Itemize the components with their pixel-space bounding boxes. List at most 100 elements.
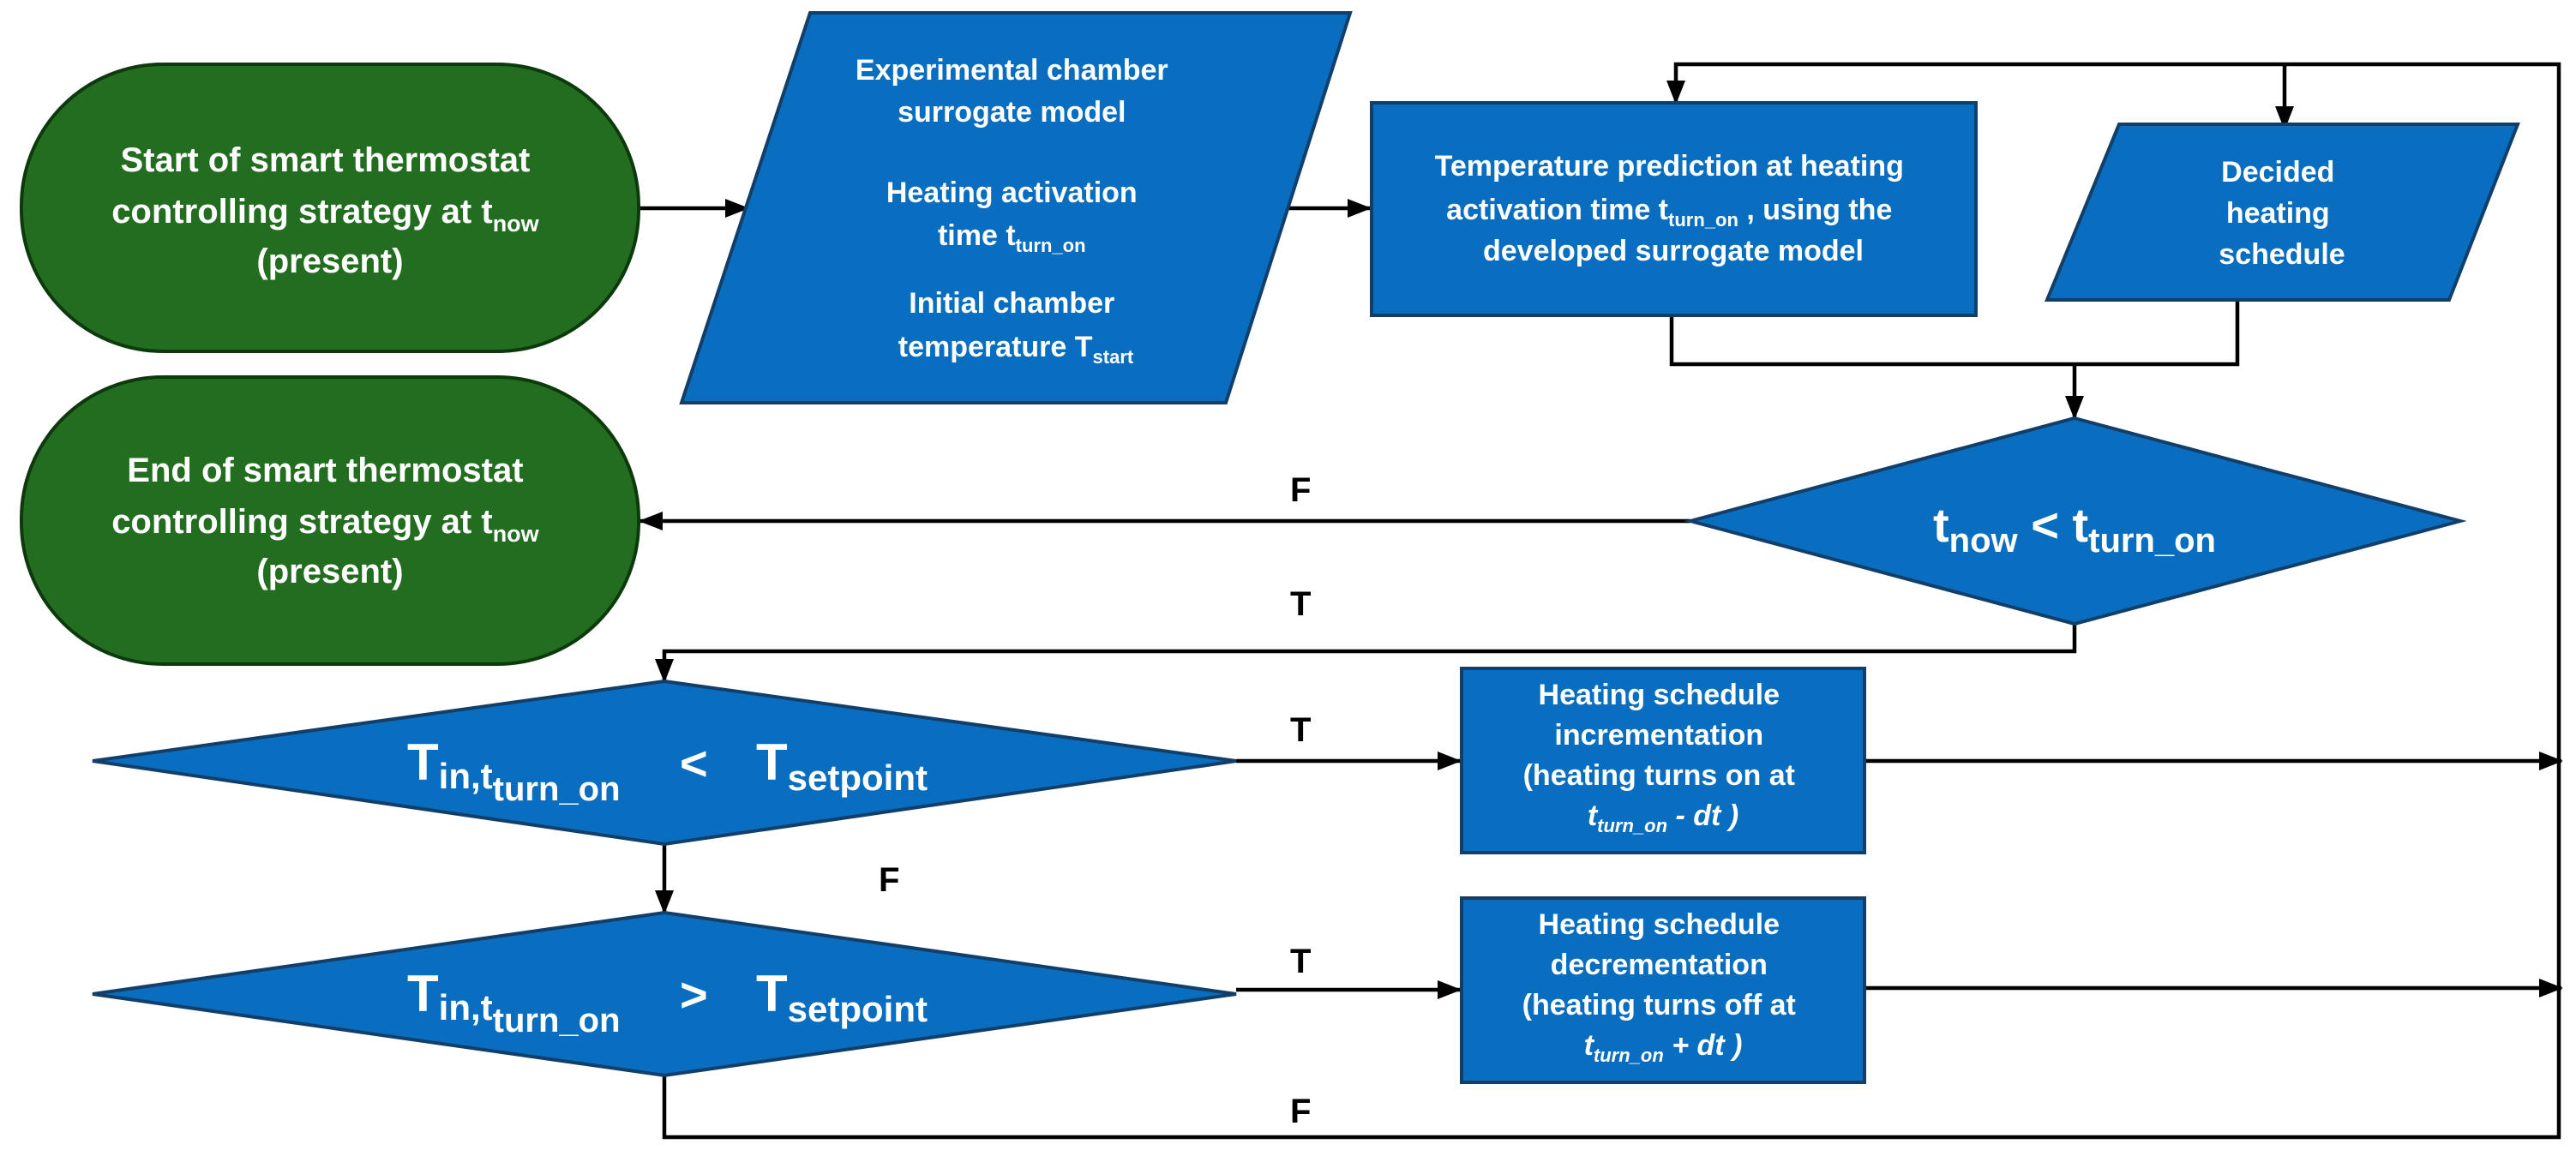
start-terminal: Start of smart thermostat controlling st… — [20, 63, 640, 353]
label-time-false: F — [1290, 471, 1311, 509]
end-line2: controlling strategy at t — [111, 503, 493, 541]
increment-line4-rest: - dt ) — [1667, 800, 1738, 832]
schedule-line3: schedule — [2219, 238, 2345, 271]
greater-left-subsub: turn_on — [493, 1002, 621, 1039]
label-less-false: F — [879, 861, 899, 899]
greater-operator: > — [680, 967, 708, 1021]
edge-greater-false — [662, 988, 2561, 1140]
end-line2-sub: now — [493, 521, 540, 547]
start-line1: Start of smart thermostat — [121, 141, 531, 179]
edge-labels: F T T F T F — [879, 471, 1311, 1130]
end-terminal: End of smart thermostat controlling stra… — [20, 375, 640, 666]
inputs-parallelogram: Experimental chamber surrogate model Hea… — [679, 11, 1353, 404]
increment-line1: Heating schedule — [1539, 679, 1780, 711]
schedule-parallelogram: Decided heating schedule — [2045, 123, 2520, 302]
inputs-initial-line2: temperature T — [898, 331, 1093, 363]
label-greater-true: T — [1290, 943, 1311, 980]
prediction-line2-sub: turn_on — [1668, 209, 1738, 231]
decrement-line3: (heating turns off at — [1522, 989, 1796, 1021]
svg-text:Tsetpoint: Tsetpoint — [756, 734, 928, 798]
start-line3: (present) — [256, 243, 403, 280]
decrement-line4-sub: turn_on — [1594, 1045, 1664, 1066]
less-left-sub: in,t — [439, 756, 493, 796]
greater-left: T — [407, 965, 439, 1022]
svg-text:Tin,tturn_on: Tin,tturn_on — [407, 965, 621, 1039]
time-right-sub: turn_on — [2088, 522, 2216, 560]
less-operator: < — [680, 736, 708, 790]
increment-line2: incrementation — [1554, 719, 1763, 752]
prediction-line1: Temperature prediction at heating — [1435, 150, 1904, 183]
schedule-shape — [2045, 123, 2520, 302]
less-decision-shape — [92, 679, 1237, 847]
inputs-initial-line2-sub: start — [1093, 346, 1134, 368]
less-left: T — [407, 734, 439, 791]
decrement-line4-rest: + dt ) — [1664, 1029, 1743, 1062]
svg-text:>: > — [680, 967, 708, 1021]
svg-text:Heating schedule decreme: Heating schedule decrementation (heating… — [1522, 908, 1804, 1066]
time-operator: < — [2018, 498, 2073, 552]
inputs-initial-line1: Initial chamber — [909, 287, 1114, 320]
decrement-line1: Heating schedule — [1539, 908, 1780, 941]
schedule-line1: Decided — [2221, 156, 2334, 189]
time-right: t — [2072, 498, 2088, 552]
connectors — [639, 62, 2563, 1140]
prediction-line3: developed surrogate model — [1483, 235, 1864, 267]
label-time-true: T — [1290, 585, 1311, 623]
svg-text:Temperature prediction at heat: Temperature prediction at heating activa… — [1435, 150, 1912, 267]
prediction-process: Temperature prediction at heating activa… — [1370, 101, 1978, 317]
time-decision-shape — [1684, 416, 2467, 626]
greater-decision: Tin,tturn_on > Tsetpoint — [92, 910, 1237, 1078]
greater-decision-shape — [92, 910, 1237, 1078]
label-less-true: T — [1290, 711, 1311, 749]
prediction-line2: activation time t — [1446, 194, 1668, 226]
decrement-line4: t — [1584, 1029, 1595, 1062]
time-left: t — [1933, 498, 1949, 552]
svg-text:Tin,tturn_on: Tin,tturn_on — [407, 734, 621, 808]
inputs-activation-line2: time t — [938, 219, 1016, 252]
time-decision: tnow < tturn_on — [1684, 416, 2467, 626]
start-line2: controlling strategy at t — [111, 193, 493, 231]
increment-line4: t — [1588, 800, 1599, 832]
increment-shape — [1460, 667, 1866, 854]
end-line3: (present) — [256, 553, 403, 590]
svg-text:End of smart thermostat: End of smart thermostat controlling stra… — [111, 452, 549, 590]
svg-text:Decided heating sc: Decided heating schedule — [2219, 156, 2345, 271]
inputs-activation-line2-sub: turn_on — [1016, 235, 1086, 256]
end-terminal-shape — [20, 375, 640, 666]
edge-time-true — [655, 624, 2077, 683]
less-right: T — [756, 734, 788, 791]
schedule-line2: heating — [2226, 197, 2330, 230]
svg-text:Start of smart thermostat: Start of smart thermostat controlling st… — [111, 141, 549, 280]
inputs-model-line1: Experimental chamber — [856, 54, 1168, 87]
edge-feedback-bus — [1666, 62, 2561, 988]
greater-right-sub: setpoint — [788, 989, 928, 1029]
decrement-process: Heating schedule decrementation (heating… — [1460, 896, 1866, 1084]
svg-text:Heating schedule increme: Heating schedule incrementation (heating… — [1523, 679, 1804, 836]
greater-left-sub: in,t — [439, 987, 493, 1027]
time-left-sub: now — [1949, 522, 2019, 560]
inputs-shape — [679, 11, 1353, 404]
svg-text:Experimental chamber sur: Experimental chamber surrogate model Hea… — [856, 54, 1176, 368]
less-right-sub: setpoint — [788, 758, 928, 798]
start-terminal-shape — [20, 63, 640, 353]
increment-line4-sub: turn_on — [1597, 815, 1667, 836]
decrement-shape — [1460, 896, 1866, 1084]
end-line1: End of smart thermostat — [127, 452, 523, 489]
inputs-model-line2: surrogate model — [898, 96, 1126, 129]
inputs-activation-line1: Heating activation — [886, 177, 1138, 209]
prediction-shape — [1370, 101, 1978, 317]
increment-process: Heating schedule incrementation (heating… — [1460, 667, 1866, 854]
less-decision: Tin,tturn_on < Tsetpoint — [92, 679, 1237, 847]
edge-prediction-merge — [1669, 300, 2240, 367]
decrement-line2: decrementation — [1551, 949, 1768, 981]
greater-right: T — [756, 965, 788, 1022]
less-left-subsub: turn_on — [493, 770, 621, 808]
svg-text:<: < — [680, 736, 708, 790]
label-greater-false: F — [1290, 1093, 1311, 1130]
svg-text:Tsetpoint: Tsetpoint — [756, 965, 928, 1029]
svg-text:tnow < tturn_on: tnow < tturn_on — [1933, 498, 2216, 560]
increment-line3: (heating turns on at — [1523, 759, 1795, 792]
prediction-line2-rest: , using the — [1738, 194, 1892, 226]
start-line2-sub: now — [493, 211, 540, 237]
